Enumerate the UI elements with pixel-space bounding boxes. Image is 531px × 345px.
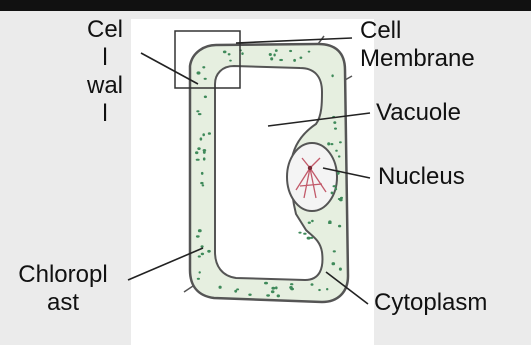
chloroplast-dot [197, 71, 201, 74]
chloroplast-dot [311, 283, 314, 286]
chloroplast-dot [229, 60, 232, 62]
chloroplast-dot [334, 128, 337, 130]
chloroplast-dot [248, 294, 251, 296]
chloroplast-dot [289, 286, 293, 289]
chloroplast-dot [277, 294, 280, 297]
chloroplast-dot [271, 287, 275, 290]
cell-wall-label: Cel l wal l [82, 16, 128, 128]
nucleus-label: Nucleus [378, 163, 465, 191]
chloroplast-dot [219, 286, 222, 289]
chloroplast-dot [335, 150, 338, 152]
chloroplast-dot [203, 157, 206, 160]
chloroplast-dot [275, 49, 278, 52]
chloroplast-dot [197, 147, 200, 150]
chloroplast-dot [338, 198, 341, 200]
chloroplast-dot [338, 155, 341, 157]
chloroplast-dot [339, 268, 342, 271]
chloroplast-dot [196, 235, 200, 237]
chloroplast-dot [307, 237, 311, 240]
chloroplast-dot [202, 184, 205, 186]
chloroplast-label: Chloropl ast [0, 261, 126, 317]
chloroplast-dot [200, 137, 203, 140]
chloroplast-dot [289, 50, 292, 52]
chloroplast-dot [234, 290, 237, 293]
chloroplast-dot [275, 286, 278, 289]
chloroplast-dot [201, 172, 204, 175]
chloroplast-dot [290, 283, 293, 285]
chloroplast-dot [241, 52, 243, 55]
chloroplast-dot [332, 262, 336, 265]
chloroplast-dot [333, 185, 337, 187]
chloroplast-dot [308, 51, 311, 53]
chloroplast-dot [331, 192, 334, 195]
chloroplast-dot [300, 57, 303, 59]
chloroplast-dot [200, 182, 203, 184]
chloroplast-dot [310, 237, 313, 239]
chloroplast-dot [335, 188, 338, 190]
chloroplast-dot [202, 133, 205, 136]
chloroplast-dot [318, 289, 321, 291]
chloroplast-dot [326, 288, 328, 290]
cytoplasm-label: Cytoplasm [374, 289, 487, 317]
chloroplast-dot [327, 142, 330, 145]
chloroplast-dot [328, 220, 331, 223]
chloroplast-dot [279, 59, 283, 61]
chloroplast-dot [228, 53, 231, 55]
chloroplast-dot [196, 110, 199, 112]
chloroplast-dot [331, 74, 333, 77]
chloroplast-dot [338, 225, 341, 228]
chloroplast-dot [195, 151, 198, 154]
chloroplast-dot [197, 278, 200, 280]
chloroplast-dot [298, 232, 301, 234]
chloroplast-dot [198, 229, 202, 232]
chloroplast-dot [293, 59, 296, 62]
chloroplast-dot [204, 96, 207, 99]
cell-membrane-leader [236, 38, 352, 43]
chloroplast-dot [311, 220, 314, 222]
chloroplast-dot [203, 149, 207, 152]
chloroplast-dot [269, 53, 272, 56]
nucleolus [308, 166, 312, 170]
chloroplast-dot [201, 245, 204, 248]
chloroplast-dot [223, 51, 227, 54]
chloroplast-dot [198, 255, 201, 257]
chloroplast-dot [303, 233, 306, 235]
chloroplast-dot [208, 132, 211, 135]
chloroplast-dot [204, 78, 207, 80]
chloroplast-dot [330, 143, 333, 145]
chloroplast-dot [198, 113, 202, 115]
chloroplast-dot [202, 66, 205, 68]
chloroplast-dot [264, 282, 268, 285]
vacuole-label: Vacuole [376, 99, 461, 127]
chloroplast-dot [337, 172, 340, 175]
chloroplast-dot [333, 121, 336, 124]
chloroplast-dot [199, 271, 201, 273]
chloroplast-dot [207, 250, 211, 253]
chloroplast-dot [201, 253, 204, 256]
chloroplast-dot [271, 290, 275, 293]
chloroplast-dot [339, 141, 342, 143]
chloroplast-dot [308, 222, 311, 224]
chloroplast-dot [266, 294, 270, 296]
chloroplast-dot [333, 250, 336, 252]
cell-membrane-label: Cell Membrane [360, 17, 475, 73]
chloroplast-dot [270, 57, 273, 60]
chloroplast-dot [196, 159, 200, 161]
chloroplast-dot [273, 54, 275, 57]
